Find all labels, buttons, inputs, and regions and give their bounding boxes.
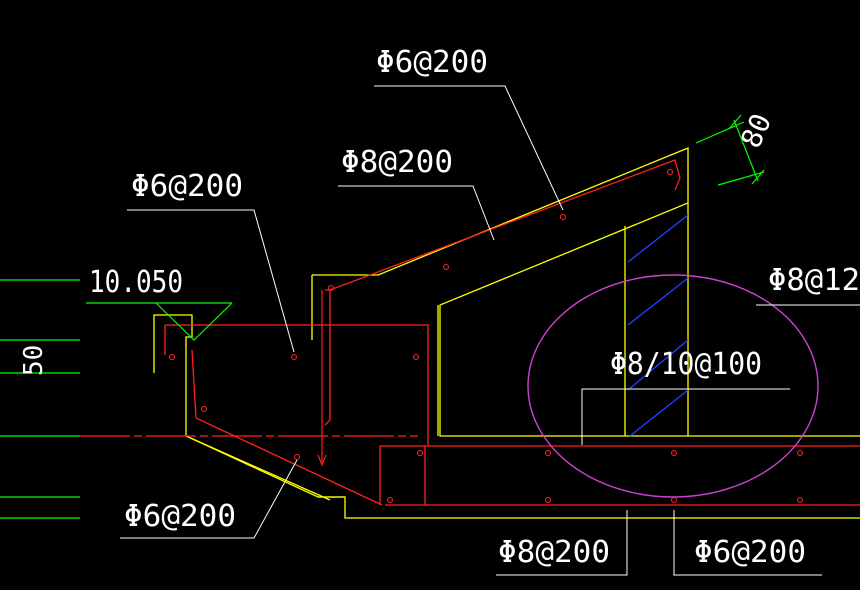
- label-bottom-bar-a: Φ8@200: [498, 535, 610, 570]
- rebar-dots: [168, 168, 804, 504]
- label-lower-left-bar: Φ6@200: [124, 499, 236, 534]
- arrow-marker: [317, 290, 327, 467]
- elevation-marker: [86, 302, 233, 341]
- label-circle-stirrup: Φ8/10@100: [610, 347, 762, 382]
- highlight-ellipse: [527, 274, 819, 498]
- leader-lines: [120, 85, 860, 576]
- left-dimension-lines: [0, 279, 80, 519]
- rebar-lines: [80, 159, 860, 506]
- label-bottom-bar-b: Φ6@200: [694, 535, 806, 570]
- label-dim-left: 50: [19, 345, 49, 376]
- concrete-outline: [153, 147, 860, 519]
- label-upper-left-bar: Φ6@200: [131, 169, 243, 204]
- label-elevation: 10.050: [89, 265, 183, 300]
- label-right-bar: Φ8@12: [768, 263, 860, 298]
- thickness-dimension: [695, 114, 765, 186]
- label-slope-bar: Φ8@200: [341, 145, 453, 180]
- insulation-hatch: [627, 214, 689, 437]
- label-top-stirrup: Φ6@200: [376, 45, 488, 80]
